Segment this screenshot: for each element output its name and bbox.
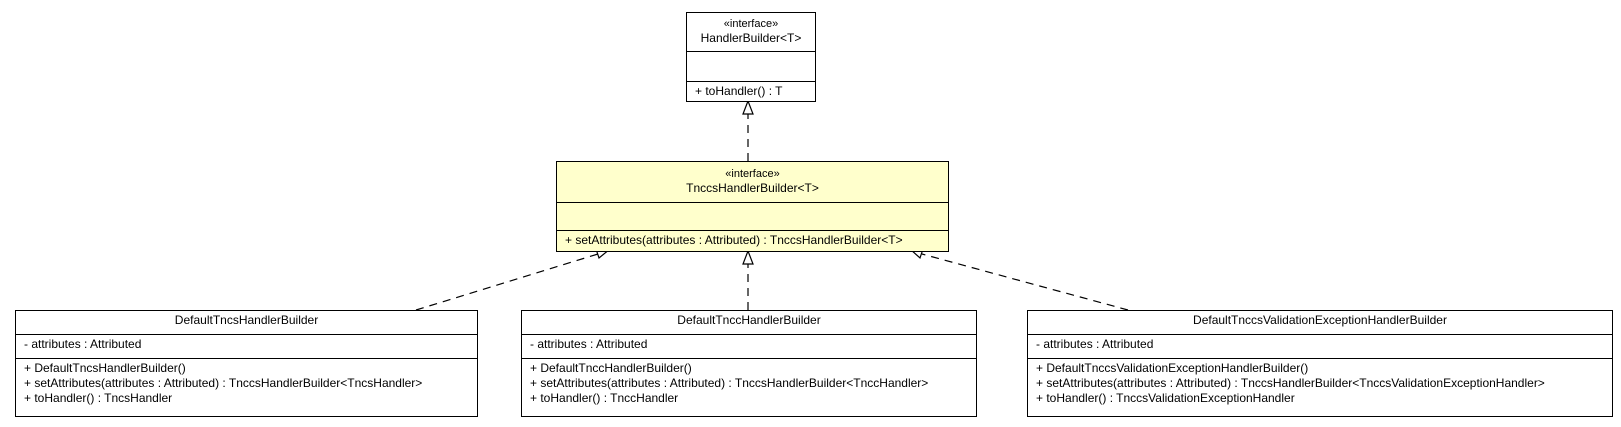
- methods-section: + DefaultTncsHandlerBuilder() + setAttri…: [16, 358, 477, 408]
- attribute-item: - attributes : Attributed: [530, 337, 648, 351]
- arrowhead-handlerbuilder: [742, 99, 754, 115]
- methods-section: + DefaultTnccHandlerBuilder() + setAttri…: [522, 358, 976, 408]
- class-header: «interface» HandlerBuilder<T>: [687, 13, 815, 51]
- class-header: DefaultTnccsValidationExceptionHandlerBu…: [1028, 311, 1612, 334]
- class-name: DefaultTncsHandlerBuilder: [174, 313, 319, 327]
- class-name: DefaultTnccHandlerBuilder: [677, 313, 821, 327]
- class-default-tncc-handler-builder[interactable]: DefaultTnccHandlerBuilder - attributes :…: [521, 310, 977, 417]
- method-item: + toHandler() : TnccsValidationException…: [1036, 391, 1295, 405]
- stereotype-label: «interface»: [723, 18, 779, 30]
- class-name: HandlerBuilder<T>: [700, 31, 802, 45]
- attributes-section: - attributes : Attributed: [16, 334, 477, 358]
- method-item: + toHandler() : TncsHandler: [24, 391, 173, 405]
- method-item: + setAttributes(attributes : Attributed)…: [1036, 376, 1545, 390]
- link-tncs-to-tnccs: [415, 253, 599, 311]
- method-item: + toHandler() : T: [695, 84, 783, 98]
- methods-section: + DefaultTnccsValidationExceptionHandler…: [1028, 358, 1612, 408]
- methods-section: + toHandler() : T: [687, 81, 815, 101]
- attributes-section: - attributes : Attributed: [522, 334, 976, 358]
- method-item: + setAttributes(attributes : Attributed)…: [565, 233, 903, 247]
- arrowhead-tncc: [742, 249, 754, 265]
- link-validation-to-tnccs: [921, 253, 1129, 311]
- class-name: DefaultTnccsValidationExceptionHandlerBu…: [1193, 313, 1447, 327]
- class-default-tnccs-validation-exception-handler-builder[interactable]: DefaultTnccsValidationExceptionHandlerBu…: [1027, 310, 1613, 417]
- attribute-item: - attributes : Attributed: [1036, 337, 1154, 351]
- method-item: + DefaultTncsHandlerBuilder(): [24, 361, 186, 375]
- method-item: + toHandler() : TnccHandler: [530, 391, 679, 405]
- attributes-section: [557, 202, 948, 230]
- method-item: + setAttributes(attributes : Attributed)…: [530, 376, 929, 390]
- method-item: + setAttributes(attributes : Attributed)…: [24, 376, 423, 390]
- method-item: + DefaultTnccHandlerBuilder(): [530, 361, 692, 375]
- class-tnccs-handler-builder[interactable]: «interface» TnccsHandlerBuilder<T> + set…: [556, 161, 949, 252]
- class-header: DefaultTncsHandlerBuilder: [16, 311, 477, 334]
- class-header: DefaultTnccHandlerBuilder: [522, 311, 976, 334]
- attributes-section: - attributes : Attributed: [1028, 334, 1612, 358]
- method-item: + DefaultTnccsValidationExceptionHandler…: [1036, 361, 1309, 375]
- attribute-item: - attributes : Attributed: [24, 337, 142, 351]
- class-handler-builder[interactable]: «interface» HandlerBuilder<T> + toHandle…: [686, 12, 816, 102]
- attributes-section: [687, 51, 815, 81]
- methods-section: + setAttributes(attributes : Attributed)…: [557, 230, 948, 250]
- class-name: TnccsHandlerBuilder<T>: [686, 181, 819, 195]
- class-header: «interface» TnccsHandlerBuilder<T>: [557, 162, 948, 202]
- stereotype-label: «interface»: [725, 168, 780, 180]
- class-default-tncs-handler-builder[interactable]: DefaultTncsHandlerBuilder - attributes :…: [15, 310, 478, 417]
